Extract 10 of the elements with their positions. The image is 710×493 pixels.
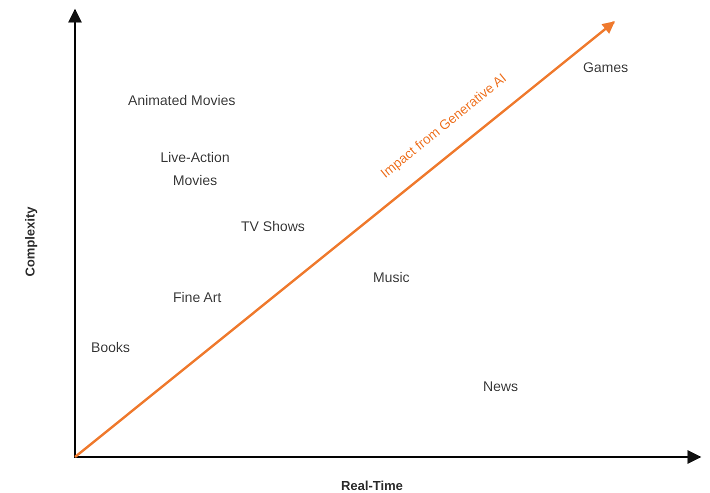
axis-title: Complexity (22, 206, 39, 277)
axis-title: Real-Time (341, 477, 403, 493)
category-label: Live-Action Movies (159, 148, 231, 190)
category-label: Games (583, 58, 628, 77)
category-label: Fine Art (173, 288, 222, 307)
category-label: TV Shows (241, 217, 305, 236)
category-label: Books (91, 338, 130, 357)
category-label: Music (373, 268, 410, 287)
category-label: Animated Movies (128, 91, 236, 110)
category-label: News (483, 377, 518, 396)
